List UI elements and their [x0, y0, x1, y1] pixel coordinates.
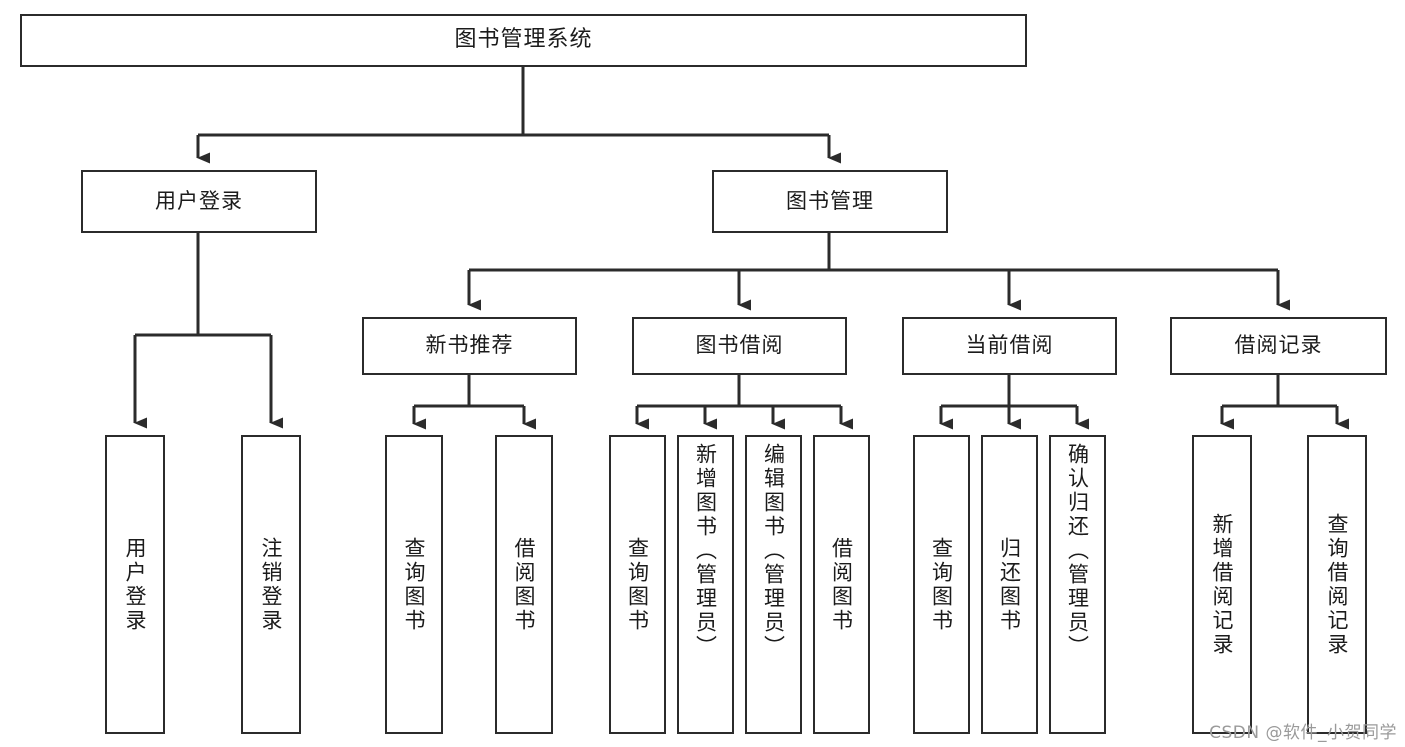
leaf-user-login[interactable]: 用户登录 — [105, 435, 165, 734]
leaf-record-query-record[interactable]: 查询借阅记录 — [1307, 435, 1367, 734]
node-borrow-record[interactable]: 借阅记录 — [1170, 317, 1387, 375]
node-label: 图书管理 — [786, 188, 874, 213]
leaf-borrow-query-book[interactable]: 查询图书 — [609, 435, 666, 734]
node-label: 新书推荐 — [425, 333, 514, 358]
leaf-label: 确认归还（管理员） — [1065, 443, 1090, 659]
node-user-login[interactable]: 用户登录 — [81, 170, 317, 233]
leaf-label: 查询图书 — [402, 536, 427, 633]
node-label: 当前借阅 — [965, 333, 1054, 358]
node-new-book-recommend[interactable]: 新书推荐 — [362, 317, 577, 375]
node-current-borrow[interactable]: 当前借阅 — [902, 317, 1117, 375]
leaf-borrow-do-borrow[interactable]: 借阅图书 — [813, 435, 870, 734]
leaf-label: 查询图书 — [625, 536, 650, 633]
leaf-label: 注销登录 — [259, 536, 284, 633]
leaf-record-add-record[interactable]: 新增借阅记录 — [1192, 435, 1252, 734]
node-book-borrow[interactable]: 图书借阅 — [632, 317, 847, 375]
leaf-label: 新增图书（管理员） — [693, 443, 718, 659]
leaf-recommend-query-book[interactable]: 查询图书 — [385, 435, 443, 734]
node-label: 借阅记录 — [1234, 333, 1323, 358]
leaf-borrow-add-book-admin[interactable]: 新增图书（管理员） — [677, 435, 734, 734]
node-book-management[interactable]: 图书管理 — [712, 170, 948, 233]
node-label: 用户登录 — [155, 188, 243, 213]
leaf-label: 查询图书 — [929, 536, 954, 633]
leaf-label: 用户登录 — [123, 536, 148, 633]
leaf-recommend-borrow-book[interactable]: 借阅图书 — [495, 435, 553, 734]
leaf-label: 查询借阅记录 — [1325, 512, 1350, 657]
node-label: 图书借阅 — [695, 333, 784, 358]
leaf-label: 借阅图书 — [829, 536, 854, 633]
leaf-label: 编辑图书（管理员） — [761, 443, 786, 659]
node-label: 图书管理系统 — [454, 27, 593, 53]
leaf-current-query-book[interactable]: 查询图书 — [913, 435, 970, 734]
leaf-current-confirm-return-admin[interactable]: 确认归还（管理员） — [1049, 435, 1106, 734]
leaf-label: 归还图书 — [997, 536, 1022, 633]
csdn-watermark: CSDN @软件_小贺同学 — [1209, 723, 1397, 743]
leaf-borrow-edit-book-admin[interactable]: 编辑图书（管理员） — [745, 435, 802, 734]
leaf-label: 新增借阅记录 — [1210, 512, 1235, 657]
leaf-label: 借阅图书 — [512, 536, 537, 633]
node-root-system[interactable]: 图书管理系统 — [20, 14, 1027, 67]
leaf-current-return-book[interactable]: 归还图书 — [981, 435, 1038, 734]
leaf-user-logout[interactable]: 注销登录 — [241, 435, 301, 734]
